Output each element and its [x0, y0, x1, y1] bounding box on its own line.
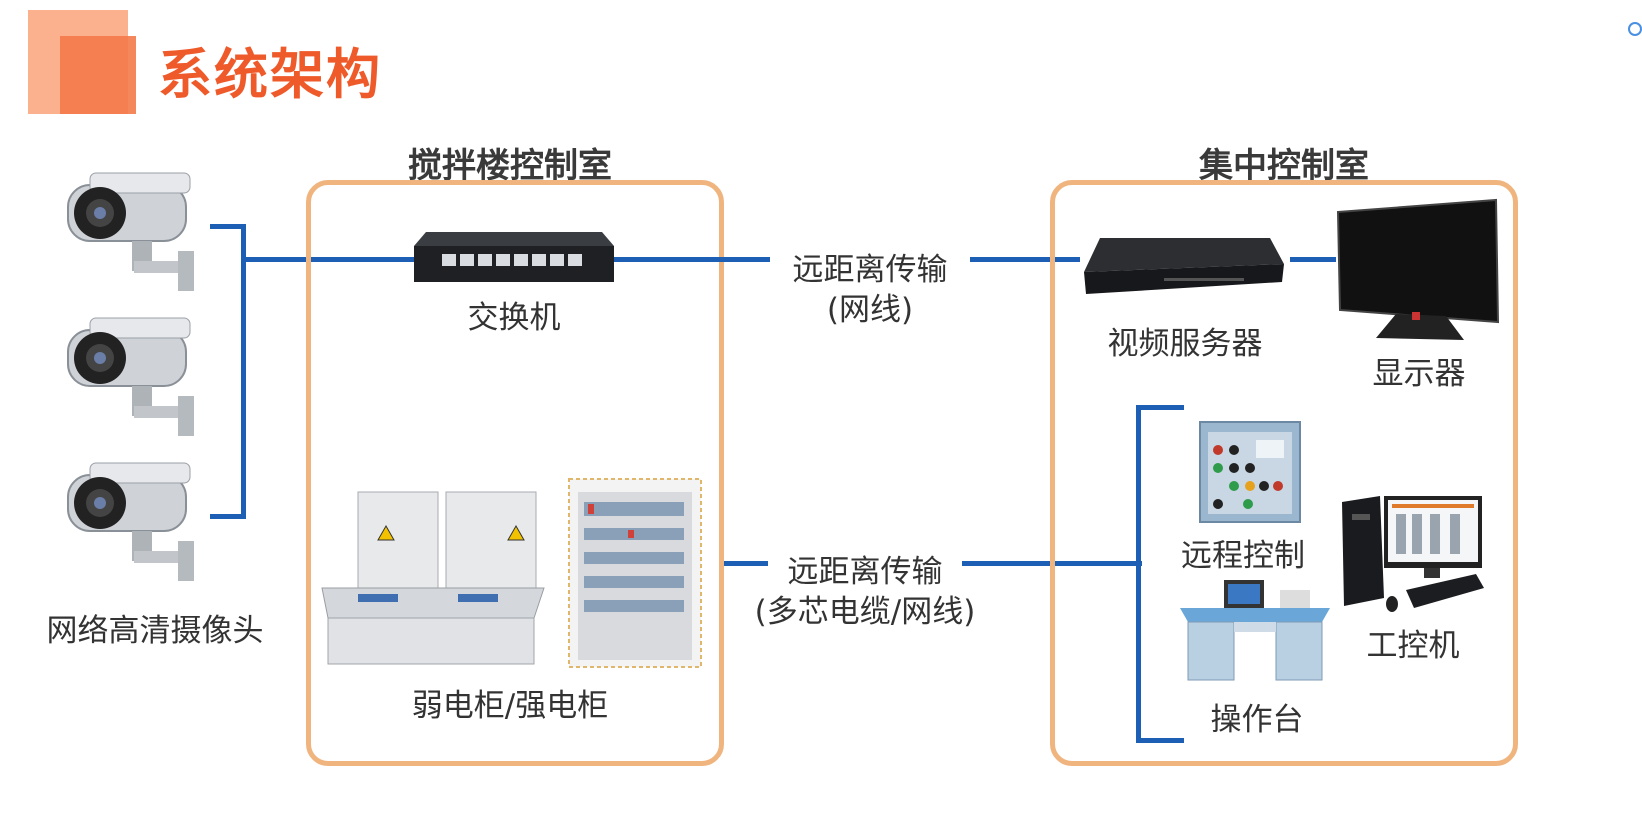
display-icon — [1336, 198, 1500, 340]
page-title: 系统架构 — [158, 43, 382, 106]
connector-line — [1290, 257, 1336, 262]
connector-line — [1136, 405, 1184, 410]
remote-control-panel-icon — [1199, 421, 1301, 523]
connector-line — [241, 224, 246, 519]
remote-control-label: 远程控制 — [1181, 538, 1305, 574]
connector-line — [210, 224, 246, 229]
connector-line — [210, 514, 246, 519]
console-icon — [1180, 580, 1330, 681]
camera-icon — [67, 317, 194, 436]
connector-line — [241, 257, 416, 262]
central-room-frame — [1050, 180, 1518, 766]
mixing-room-frame — [306, 180, 724, 766]
connector-line — [614, 257, 770, 262]
camera-icon — [67, 462, 194, 581]
top-link-label-line1: 远距离传输 — [792, 252, 948, 288]
connector-line — [970, 257, 1080, 262]
connector-line — [1136, 405, 1141, 743]
comment-icon[interactable] — [1628, 22, 1642, 36]
switch-label: 交换机 — [467, 300, 561, 336]
console-label: 操作台 — [1210, 702, 1304, 738]
wiring-panel-icon — [568, 478, 702, 668]
bottom-link-label-line2: (多芯电缆/网线) — [754, 594, 976, 630]
camera-icon — [67, 172, 194, 291]
display-label: 显示器 — [1372, 356, 1466, 392]
camera-group — [60, 165, 210, 595]
cabinet-icon — [321, 491, 545, 665]
video-server-icon — [1084, 238, 1284, 294]
cameras-label: 网络高清摄像头 — [46, 613, 264, 649]
title-decoration-inner — [60, 36, 136, 114]
switch-icon — [414, 232, 614, 282]
bottom-link-label-line1: 远距离传输 — [787, 554, 943, 590]
connector-line — [1136, 738, 1184, 743]
top-link-label-line2: (网线) — [826, 292, 914, 328]
video-server-label: 视频服务器 — [1107, 326, 1263, 362]
ipc-label: 工控机 — [1366, 628, 1460, 664]
cabinet-label: 弱电柜/强电柜 — [411, 688, 609, 724]
mixing-room-title: 搅拌楼控制室 — [408, 146, 612, 186]
central-room-title: 集中控制室 — [1199, 146, 1369, 186]
ipc-icon — [1342, 496, 1484, 612]
connector-line — [724, 561, 768, 566]
